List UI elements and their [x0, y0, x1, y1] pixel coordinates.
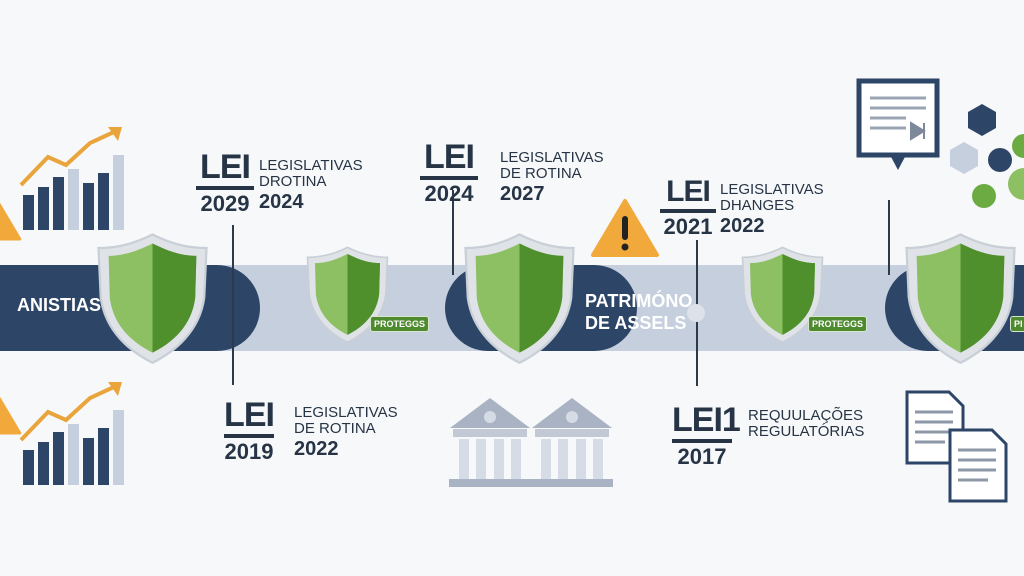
- bar-chart-icon: [18, 125, 128, 235]
- lei-description: REQUULAÇÕES REGULATÓRIAS: [748, 408, 864, 440]
- lei-label: LEI 2019: [224, 396, 275, 464]
- lei-year: 2021: [663, 214, 713, 239]
- desc-line: LEGISLATIVAS: [259, 157, 363, 174]
- lei-description: LEGISLATIVAS DHANGES 2022: [720, 182, 824, 238]
- lei-year: 2017: [677, 444, 727, 469]
- bar-chart-icon: [18, 380, 128, 490]
- lei-description: LEGISLATIVAS DE ROTINA 2027: [500, 150, 604, 206]
- connector-line: [888, 200, 890, 275]
- hexagon-icon: [950, 104, 1024, 208]
- document-icon: [856, 78, 940, 170]
- proteggs-badge: PROTEGGS: [808, 316, 868, 332]
- lei-label: LEI 2024: [420, 140, 478, 206]
- bank-icon: [445, 393, 535, 493]
- desc-line: DHANGES: [720, 197, 795, 214]
- connector-line: [232, 225, 234, 385]
- warning-icon: [0, 390, 22, 436]
- desc-year: 2022: [294, 438, 339, 460]
- lei-label: LEI 2029: [196, 150, 254, 216]
- proteggs-badge: PROTEGGS: [370, 316, 430, 332]
- lei-year: 2024: [424, 181, 474, 206]
- desc-line: REGULATÓRIAS: [748, 423, 865, 440]
- pill-label-anistias: ANISTIAS: [17, 295, 102, 315]
- shield-icon: [903, 230, 1018, 365]
- shield-icon: [462, 230, 577, 365]
- lei-label: LEI1 2017: [672, 401, 741, 469]
- warning-icon: [0, 196, 22, 242]
- lei-label: LEI 2021: [660, 177, 716, 239]
- warning-icon: [590, 198, 660, 258]
- lei-title: LEI: [200, 148, 251, 186]
- connector-line: [452, 190, 454, 275]
- desc-year: 2024: [259, 191, 304, 213]
- desc-line: DROTINA: [259, 173, 327, 190]
- lei-year: 2029: [200, 191, 250, 216]
- lei-title: LEI: [424, 138, 475, 176]
- pill-label-line: DE ASSELS: [585, 313, 687, 333]
- desc-line: LEGISLATIVAS: [500, 149, 604, 166]
- shield-icon: [95, 230, 210, 365]
- desc-line: DE ROTINA: [294, 420, 376, 437]
- bank-icon: [527, 393, 617, 493]
- pill-label-patrimonio: PATRIMÓNO DE ASSELS: [585, 290, 692, 334]
- lei-description: LEGISLATIVAS DE ROTINA 2022: [294, 405, 398, 461]
- desc-line: DE ROTINA: [500, 165, 582, 182]
- lei-description: LEGISLATIVAS DROTINA 2024: [259, 158, 363, 214]
- documents-icon: [948, 428, 1008, 503]
- desc-line: LEGISLATIVAS: [720, 181, 824, 198]
- desc-line: REQUULAÇÕES: [748, 407, 864, 424]
- desc-year: 2027: [500, 183, 545, 205]
- proteggs-badge: PI: [1010, 316, 1024, 332]
- desc-year: 2022: [720, 215, 765, 237]
- timeline-node: [687, 304, 705, 322]
- lei-title: LEI1: [672, 401, 741, 439]
- lei-title: LEI: [224, 396, 275, 434]
- desc-line: LEGISLATIVAS: [294, 404, 398, 421]
- lei-year: 2019: [224, 439, 274, 464]
- pill-label-line: PATRIMÓNO: [585, 291, 693, 311]
- lei-title: LEI: [666, 175, 711, 208]
